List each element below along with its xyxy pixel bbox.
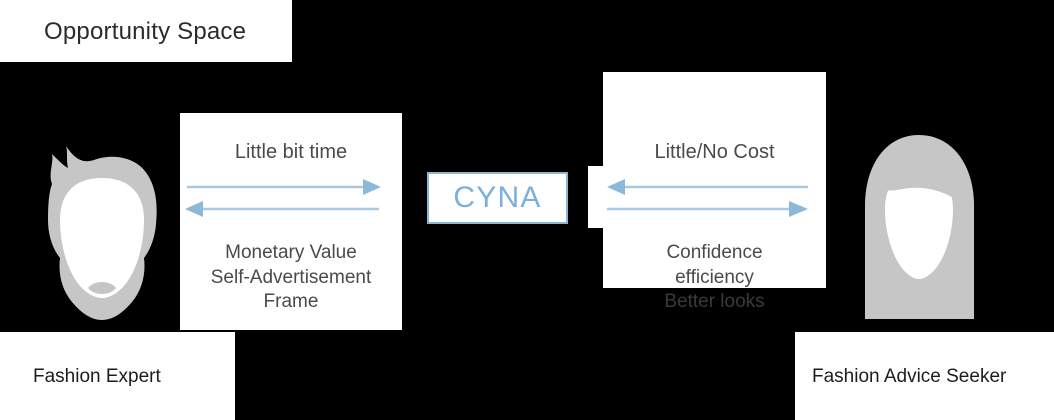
- right-actor-label-panel: [795, 332, 1054, 420]
- left-actor-label-panel: [0, 332, 235, 420]
- male-avatar-with-beard-icon: [48, 146, 157, 320]
- left-receive-label: Monetary Value Self-Advertisement Frame: [210, 242, 372, 313]
- right-extra-benefit-label: Better looks: [664, 291, 765, 312]
- right-actor-label: Fashion Advice Seeker: [812, 366, 1007, 387]
- right-panel-notch: [588, 166, 606, 228]
- cyna-label: CYNA: [453, 181, 542, 214]
- female-avatar-long-hair-icon: [865, 135, 974, 319]
- opportunity-space-panel: [0, 0, 292, 62]
- right-exchange-panel: [603, 72, 826, 288]
- right-exchange-arrows: [607, 179, 808, 217]
- right-receive-label: Confidence efficiency: [666, 242, 763, 288]
- page-title: Opportunity Space: [44, 18, 247, 45]
- right-give-label: Little/No Cost: [654, 141, 775, 163]
- left-exchange-panel: [180, 113, 402, 330]
- left-actor-label: Fashion Expert: [33, 366, 161, 387]
- left-give-label: Little bit time: [234, 141, 348, 163]
- left-exchange-arrows: [185, 179, 381, 217]
- cyna-platform-box[interactable]: CYNA: [427, 172, 568, 224]
